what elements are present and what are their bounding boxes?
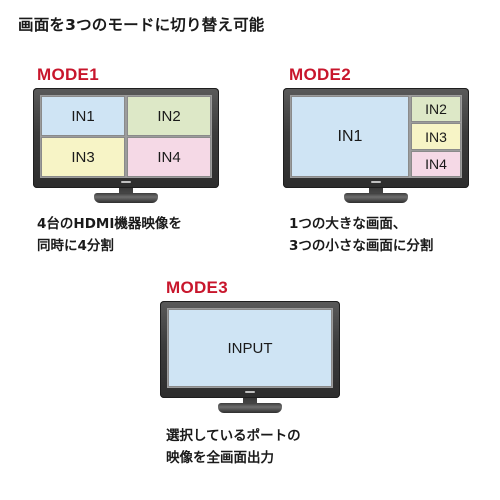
panel-label: IN2 — [157, 107, 181, 125]
caption-line: 選択しているポートの — [166, 428, 301, 444]
panel-label: INPUT — [227, 339, 273, 357]
tv-neck — [243, 398, 257, 405]
mode3-tv: INPUT — [160, 301, 340, 413]
tv-stand — [344, 193, 408, 203]
tv-neck — [119, 188, 133, 195]
panel-label: IN2 — [425, 101, 447, 117]
tv-stand — [218, 403, 282, 413]
mode2-panel-in4: IN4 — [411, 151, 461, 177]
mode2-caption: 1つの大きな画面、 3つの小さな画面に分割 — [289, 213, 433, 257]
caption-line: 1つの大きな画面、 — [289, 216, 407, 232]
caption-line: 4台のHDMI機器映像を — [37, 216, 182, 232]
panel-label: IN1 — [337, 127, 363, 145]
mode1-panel-in3: IN3 — [41, 137, 125, 177]
mode1-label: MODE1 — [37, 65, 99, 84]
tv-logo — [371, 181, 381, 183]
mode2-panel-in1: IN1 — [291, 96, 409, 177]
mode3-label: MODE3 — [166, 278, 228, 297]
tv-screen: INPUT — [167, 308, 333, 388]
mode2-panel-in2: IN2 — [411, 96, 461, 122]
tv-neck — [369, 188, 383, 195]
panel-label: IN4 — [425, 156, 447, 172]
mode1-panel-in2: IN2 — [127, 96, 211, 136]
panel-label: IN3 — [425, 128, 447, 145]
panel-label: IN3 — [71, 148, 95, 166]
panel-label: IN1 — [71, 107, 95, 125]
mode1-panel-in1: IN1 — [41, 96, 125, 136]
mode2-tv: IN1 IN2 IN3 IN4 — [283, 88, 469, 204]
caption-line: 3つの小さな画面に分割 — [289, 238, 434, 254]
mode2-label: MODE2 — [289, 65, 351, 84]
mode1-panel-in4: IN4 — [127, 137, 211, 177]
panel-label: IN4 — [157, 148, 181, 166]
tv-screen: IN1 IN2 IN3 IN4 — [290, 95, 462, 178]
page-title: 画面を3つのモードに切り替え可能 — [18, 16, 265, 34]
mode2-panel-in3: IN3 — [411, 123, 461, 150]
caption-line: 同時に4分割 — [37, 238, 114, 254]
tv-stand — [94, 193, 158, 203]
mode3-caption: 選択しているポートの 映像を全画面出力 — [166, 425, 301, 469]
tv-logo — [121, 181, 131, 183]
tv-screen: IN1 IN2 IN3 IN4 — [40, 95, 212, 178]
mode1-tv: IN1 IN2 IN3 IN4 — [33, 88, 219, 204]
mode3-panel-input: INPUT — [168, 309, 332, 387]
mode1-caption: 4台のHDMI機器映像を 同時に4分割 — [37, 213, 182, 257]
caption-line: 映像を全画面出力 — [166, 450, 274, 466]
tv-logo — [245, 391, 255, 393]
